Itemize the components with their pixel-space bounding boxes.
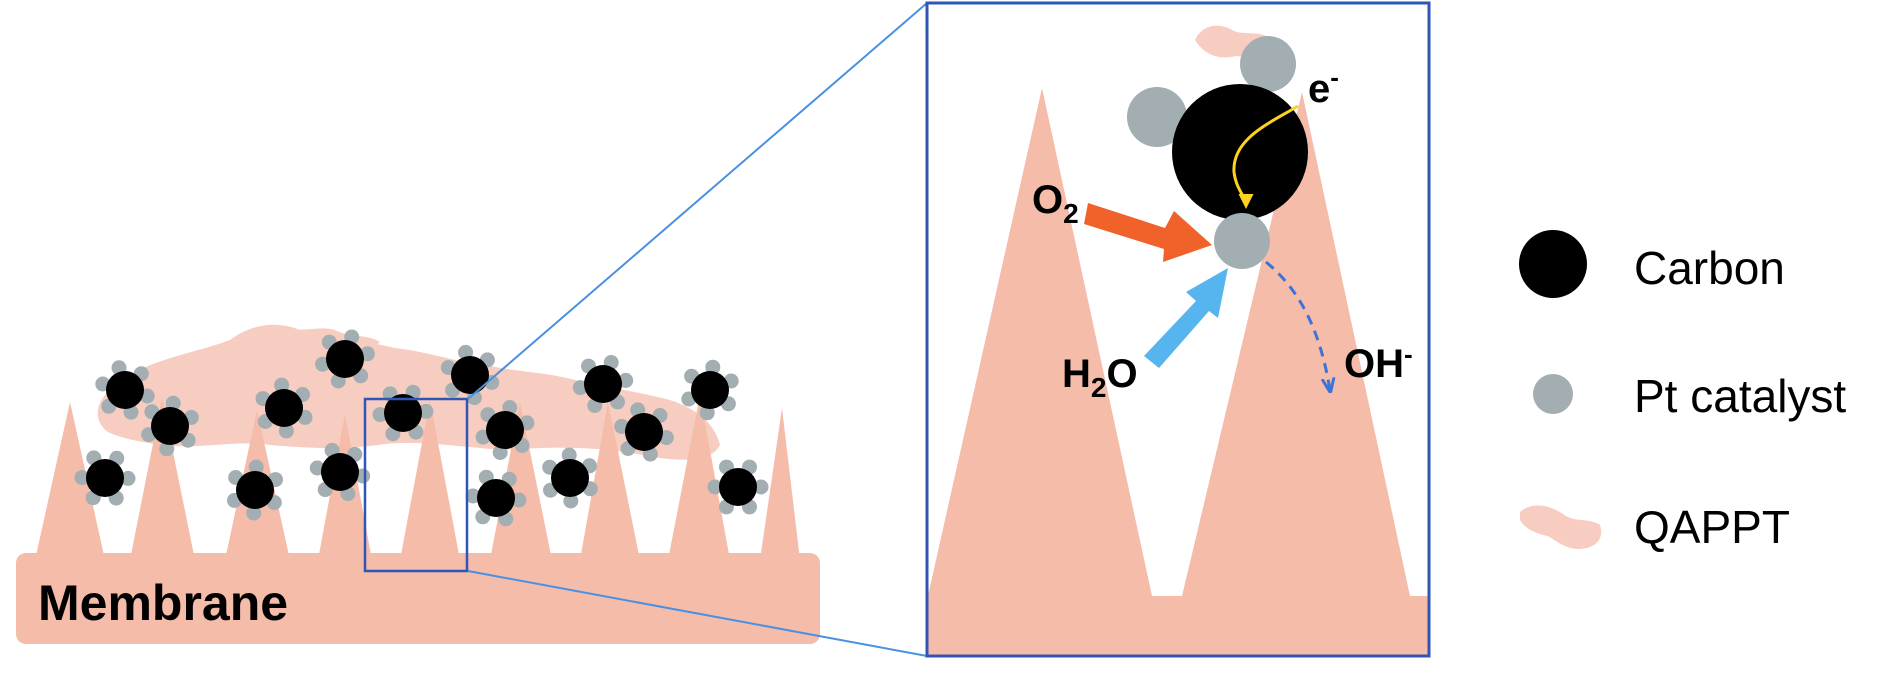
zoomed-view: e- O2 H2O OH-	[925, 1, 1431, 658]
carbon-pt-particle	[681, 359, 739, 421]
qappt-icon	[1520, 505, 1602, 550]
carbon-particle-large	[1172, 84, 1308, 220]
carbon-particle-small	[86, 459, 124, 497]
pt-catalyst-small	[753, 479, 769, 495]
hydroxide-path	[1265, 260, 1330, 390]
carbon-particle-small	[236, 471, 274, 509]
legend-item-carbon: Carbon	[1634, 242, 1785, 294]
pt-catalyst-small	[74, 470, 90, 486]
zoom-connector-bottom	[467, 570, 928, 657]
carbon-pt-particle	[440, 344, 500, 406]
pt-catalyst-large	[1127, 87, 1187, 147]
carbon-particle-small	[451, 356, 489, 394]
zoom-membrane-spikes	[927, 88, 1429, 656]
carbon-pt-particle	[572, 355, 634, 413]
electron-path	[1232, 104, 1299, 209]
electron-label: e-	[1308, 62, 1339, 111]
carbon-pt-particle	[315, 329, 375, 389]
membrane-spikes	[35, 395, 800, 560]
pt-catalyst-small	[246, 505, 262, 521]
carbon-pt-particles	[74, 329, 769, 527]
carbon-particle-small	[151, 407, 189, 445]
carbon-pt-particle	[309, 442, 371, 502]
carbon-particle-small	[384, 394, 422, 432]
pt-catalyst-reaction-site	[1214, 213, 1270, 269]
carbon-pt-particle	[475, 400, 535, 460]
pt-catalyst-small	[120, 470, 136, 486]
carbon-particle-small	[265, 389, 303, 427]
carbon-particle-small	[106, 371, 144, 409]
zoom-frame	[925, 1, 1431, 658]
legend: Carbon Pt catalyst QAPPT	[1519, 230, 1846, 553]
water-label: H2O	[1062, 352, 1138, 403]
carbon-pt-particle	[614, 402, 674, 462]
carbon-particle-small	[486, 411, 524, 449]
membrane-label: Membrane	[38, 575, 288, 631]
pt-catalyst-small	[418, 403, 434, 419]
pt-catalyst-small	[705, 359, 721, 375]
carbon-particle-small	[584, 365, 622, 403]
legend-item-pt-catalyst: Pt catalyst	[1634, 370, 1846, 422]
o2-arrow	[1084, 203, 1212, 262]
carbon-pt-particle	[74, 450, 136, 506]
carbon-pt-particle	[372, 384, 434, 442]
pt-catalyst-small	[274, 377, 290, 393]
pt-catalyst-large	[1240, 36, 1296, 92]
pt-catalyst-small	[511, 492, 527, 508]
carbon-particle-small	[551, 459, 589, 497]
carbon-particle-small	[691, 371, 729, 409]
carbon-pt-particle	[255, 377, 313, 439]
pt-catalyst-small	[561, 447, 577, 463]
pt-catalyst-small	[165, 395, 181, 411]
carbon-pt-particle	[465, 469, 527, 527]
zoom-selection-box	[363, 397, 469, 573]
carbon-particle-small	[719, 468, 757, 506]
pt-catalyst-small	[707, 479, 723, 495]
pt-catalyst-small	[372, 407, 388, 423]
pt-catalyst-small	[278, 423, 294, 439]
pt-catalyst-small	[248, 459, 264, 475]
carbon-particle-small	[326, 340, 364, 378]
carbon-pt-particle	[141, 395, 199, 457]
legend-item-qappt: QAPPT	[1634, 501, 1790, 553]
carbon-icon	[1519, 230, 1587, 298]
membrane-overview: Membrane	[16, 324, 820, 644]
h2o-arrow	[1144, 268, 1228, 368]
carbon-pt-particle	[542, 447, 598, 509]
pt-catalyst-small	[465, 488, 481, 504]
carbon-particle-small	[321, 453, 359, 491]
pt-catalyst-small	[563, 493, 579, 509]
hydroxide-label: OH-	[1344, 339, 1413, 386]
carbon-pt-particle	[707, 459, 769, 515]
carbon-particle-small	[477, 479, 515, 517]
oxygen-label: O2	[1032, 178, 1079, 229]
carbon-particle-small	[625, 413, 663, 451]
membrane-base	[16, 553, 820, 644]
carbon-pt-particle	[95, 360, 155, 420]
zoom-connector-top	[467, 2, 928, 400]
pt-catalyst-icon	[1533, 374, 1573, 414]
pt-catalyst-small	[159, 441, 175, 457]
pt-catalyst-small	[699, 405, 715, 421]
carbon-pt-particle	[227, 459, 283, 521]
